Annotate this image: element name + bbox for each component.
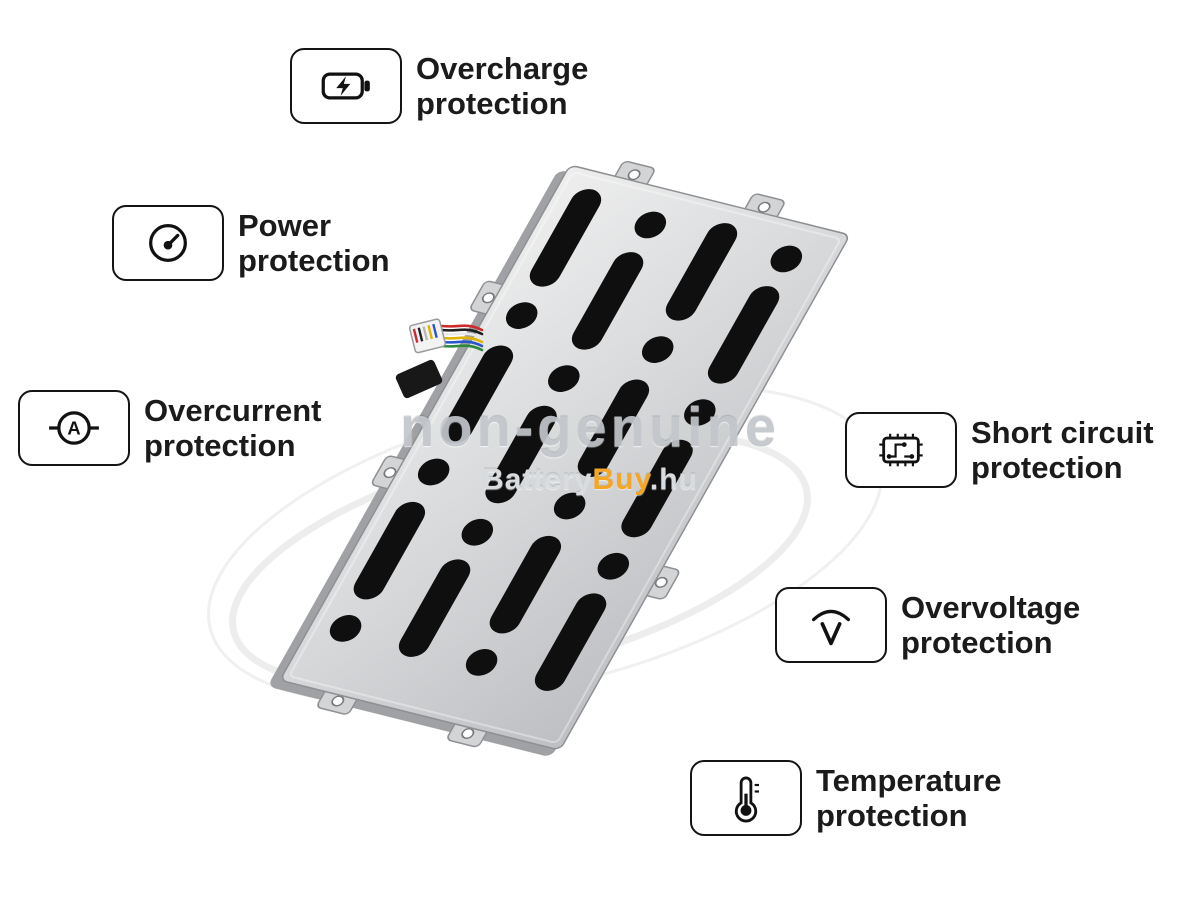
tab-holes xyxy=(331,169,771,739)
feature-temperature-line1: Temperature xyxy=(816,762,1002,798)
feature-overcurrent-line2: protection xyxy=(144,428,296,463)
feature-power: Power protection xyxy=(112,205,390,281)
feature-power-line2: protection xyxy=(238,243,390,278)
feature-temperature: Temperature protection xyxy=(690,760,1002,836)
feature-overcurrent-line1: Overcurrent xyxy=(144,392,322,428)
battery-connector xyxy=(395,318,484,399)
svg-text:A: A xyxy=(67,418,80,439)
feature-label: Power protection xyxy=(238,208,390,278)
feature-label: Short circuit protection xyxy=(971,415,1154,485)
feature-overvoltage-line1: Overvoltage xyxy=(901,589,1081,625)
thermometer-icon xyxy=(690,760,802,836)
feature-overcurrent: A Overcurrent protection xyxy=(18,390,321,466)
gauge-icon xyxy=(112,205,224,281)
ampere-icon: A xyxy=(18,390,130,466)
feature-overvoltage: Overvoltage protection xyxy=(775,587,1080,663)
voltage-arc-icon xyxy=(775,587,887,663)
feature-label: Temperature protection xyxy=(816,763,1002,833)
battery-panel xyxy=(270,160,849,756)
feature-overcharge: Overcharge protection xyxy=(290,48,588,124)
feature-short-circuit: Short circuit protection xyxy=(845,412,1154,488)
feature-power-line1: Power xyxy=(238,207,332,243)
feature-overcharge-line1: Overcharge xyxy=(416,50,589,86)
feature-short-circuit-line1: Short circuit xyxy=(971,414,1154,450)
feature-label: Overvoltage protection xyxy=(901,590,1080,660)
feature-short-circuit-line2: protection xyxy=(971,450,1123,485)
battery-charge-icon xyxy=(290,48,402,124)
feature-label: Overcurrent protection xyxy=(144,393,321,463)
vent-slots xyxy=(329,189,803,691)
feature-overvoltage-line2: protection xyxy=(901,625,1053,660)
circuit-chip-icon xyxy=(845,412,957,488)
feature-label: Overcharge protection xyxy=(416,51,588,121)
feature-overcharge-line2: protection xyxy=(416,86,568,121)
feature-temperature-line2: protection xyxy=(816,798,968,833)
